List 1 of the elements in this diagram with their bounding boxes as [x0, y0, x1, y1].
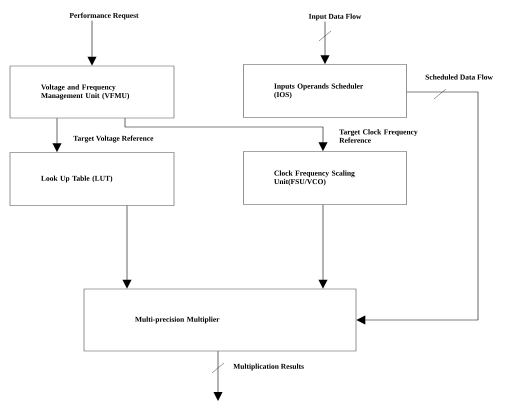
arrow — [212, 351, 224, 401]
